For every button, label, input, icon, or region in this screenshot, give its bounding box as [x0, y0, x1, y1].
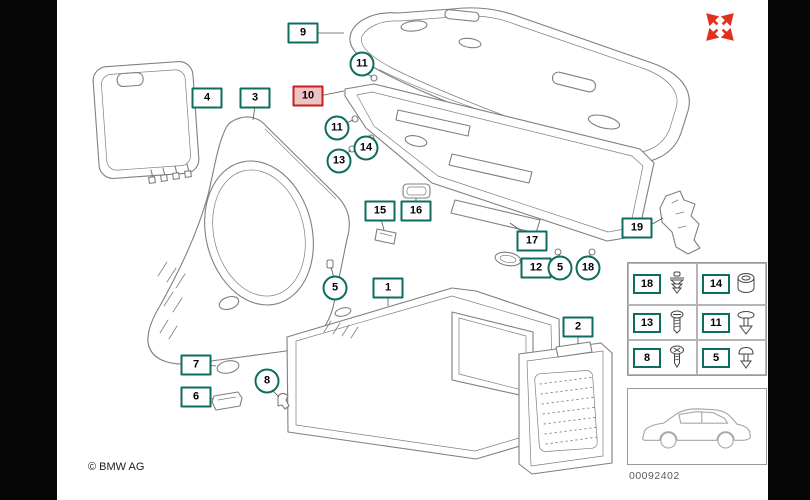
callout-1[interactable]: 1: [372, 277, 404, 299]
car-silhouette-icon: [642, 407, 751, 449]
callout-11[interactable]: 11: [349, 51, 375, 77]
legend-number: 5: [702, 347, 730, 368]
part-12-grommet: [494, 251, 522, 267]
expand-icon[interactable]: [704, 11, 736, 43]
callout-5[interactable]: 5: [322, 275, 348, 301]
part-1-floor-trim: [286, 287, 562, 460]
callout-13[interactable]: 13: [326, 148, 352, 174]
copyright-text: © BMW AG: [88, 461, 145, 473]
legend-item-14[interactable]: 14: [697, 263, 766, 305]
part-6-bracket: [211, 391, 243, 411]
legend-item-5[interactable]: 5: [697, 340, 766, 375]
legend-number: 13: [633, 312, 661, 333]
right-letterbox: [768, 0, 810, 500]
part-3-side-trim: [147, 116, 350, 365]
callout-15[interactable]: 15: [364, 200, 396, 222]
callout-7[interactable]: 7: [180, 354, 212, 376]
expansion-rivet-icon: [669, 271, 685, 294]
part-19-bracket: [659, 190, 701, 255]
clip-icon: [738, 346, 754, 369]
part-8-clip: [277, 392, 290, 410]
callout-17[interactable]: 17: [516, 230, 548, 252]
legend-item-8[interactable]: 8: [628, 340, 697, 375]
fastener-legend: 18 14 13: [627, 262, 767, 376]
diagram-number: 00092402: [629, 470, 680, 482]
callout-11[interactable]: 11: [324, 115, 350, 141]
part-4-cover-flap: [92, 61, 200, 184]
callout-2[interactable]: 2: [562, 316, 594, 338]
part-2-tray: [518, 341, 613, 475]
rivet-icon: [737, 310, 755, 335]
callout-9[interactable]: 9: [287, 22, 319, 44]
callout-8[interactable]: 8: [254, 368, 280, 394]
callout-3[interactable]: 3: [239, 87, 271, 109]
part-16-cap: [402, 183, 431, 199]
part-9-parcel-shelf: [349, 7, 690, 164]
part-10-trim-panel: [344, 83, 655, 242]
part-7-grommet: [216, 360, 240, 374]
part-15-clip: [374, 228, 397, 245]
left-letterbox: [0, 0, 57, 500]
legend-item-13[interactable]: 13: [628, 305, 697, 340]
callout-4[interactable]: 4: [191, 87, 223, 109]
callout-14[interactable]: 14: [353, 135, 379, 161]
legend-number: 14: [702, 274, 730, 294]
callout-10[interactable]: 10: [292, 85, 324, 107]
callout-19[interactable]: 19: [621, 217, 653, 239]
torx-screw-icon: [670, 345, 684, 368]
callout-18[interactable]: 18: [575, 255, 601, 281]
callout-16[interactable]: 16: [400, 200, 432, 222]
legend-item-11[interactable]: 11: [697, 305, 766, 340]
legend-number: 18: [633, 274, 661, 294]
legend-number: 11: [702, 312, 730, 333]
callout-6[interactable]: 6: [180, 386, 212, 408]
grommet-icon: [737, 273, 755, 293]
screw-icon: [670, 310, 684, 334]
vehicle-thumbnail: [627, 388, 767, 465]
legend-number: 8: [633, 347, 661, 368]
legend-item-18[interactable]: 18: [628, 263, 697, 305]
callout-5[interactable]: 5: [547, 255, 573, 281]
